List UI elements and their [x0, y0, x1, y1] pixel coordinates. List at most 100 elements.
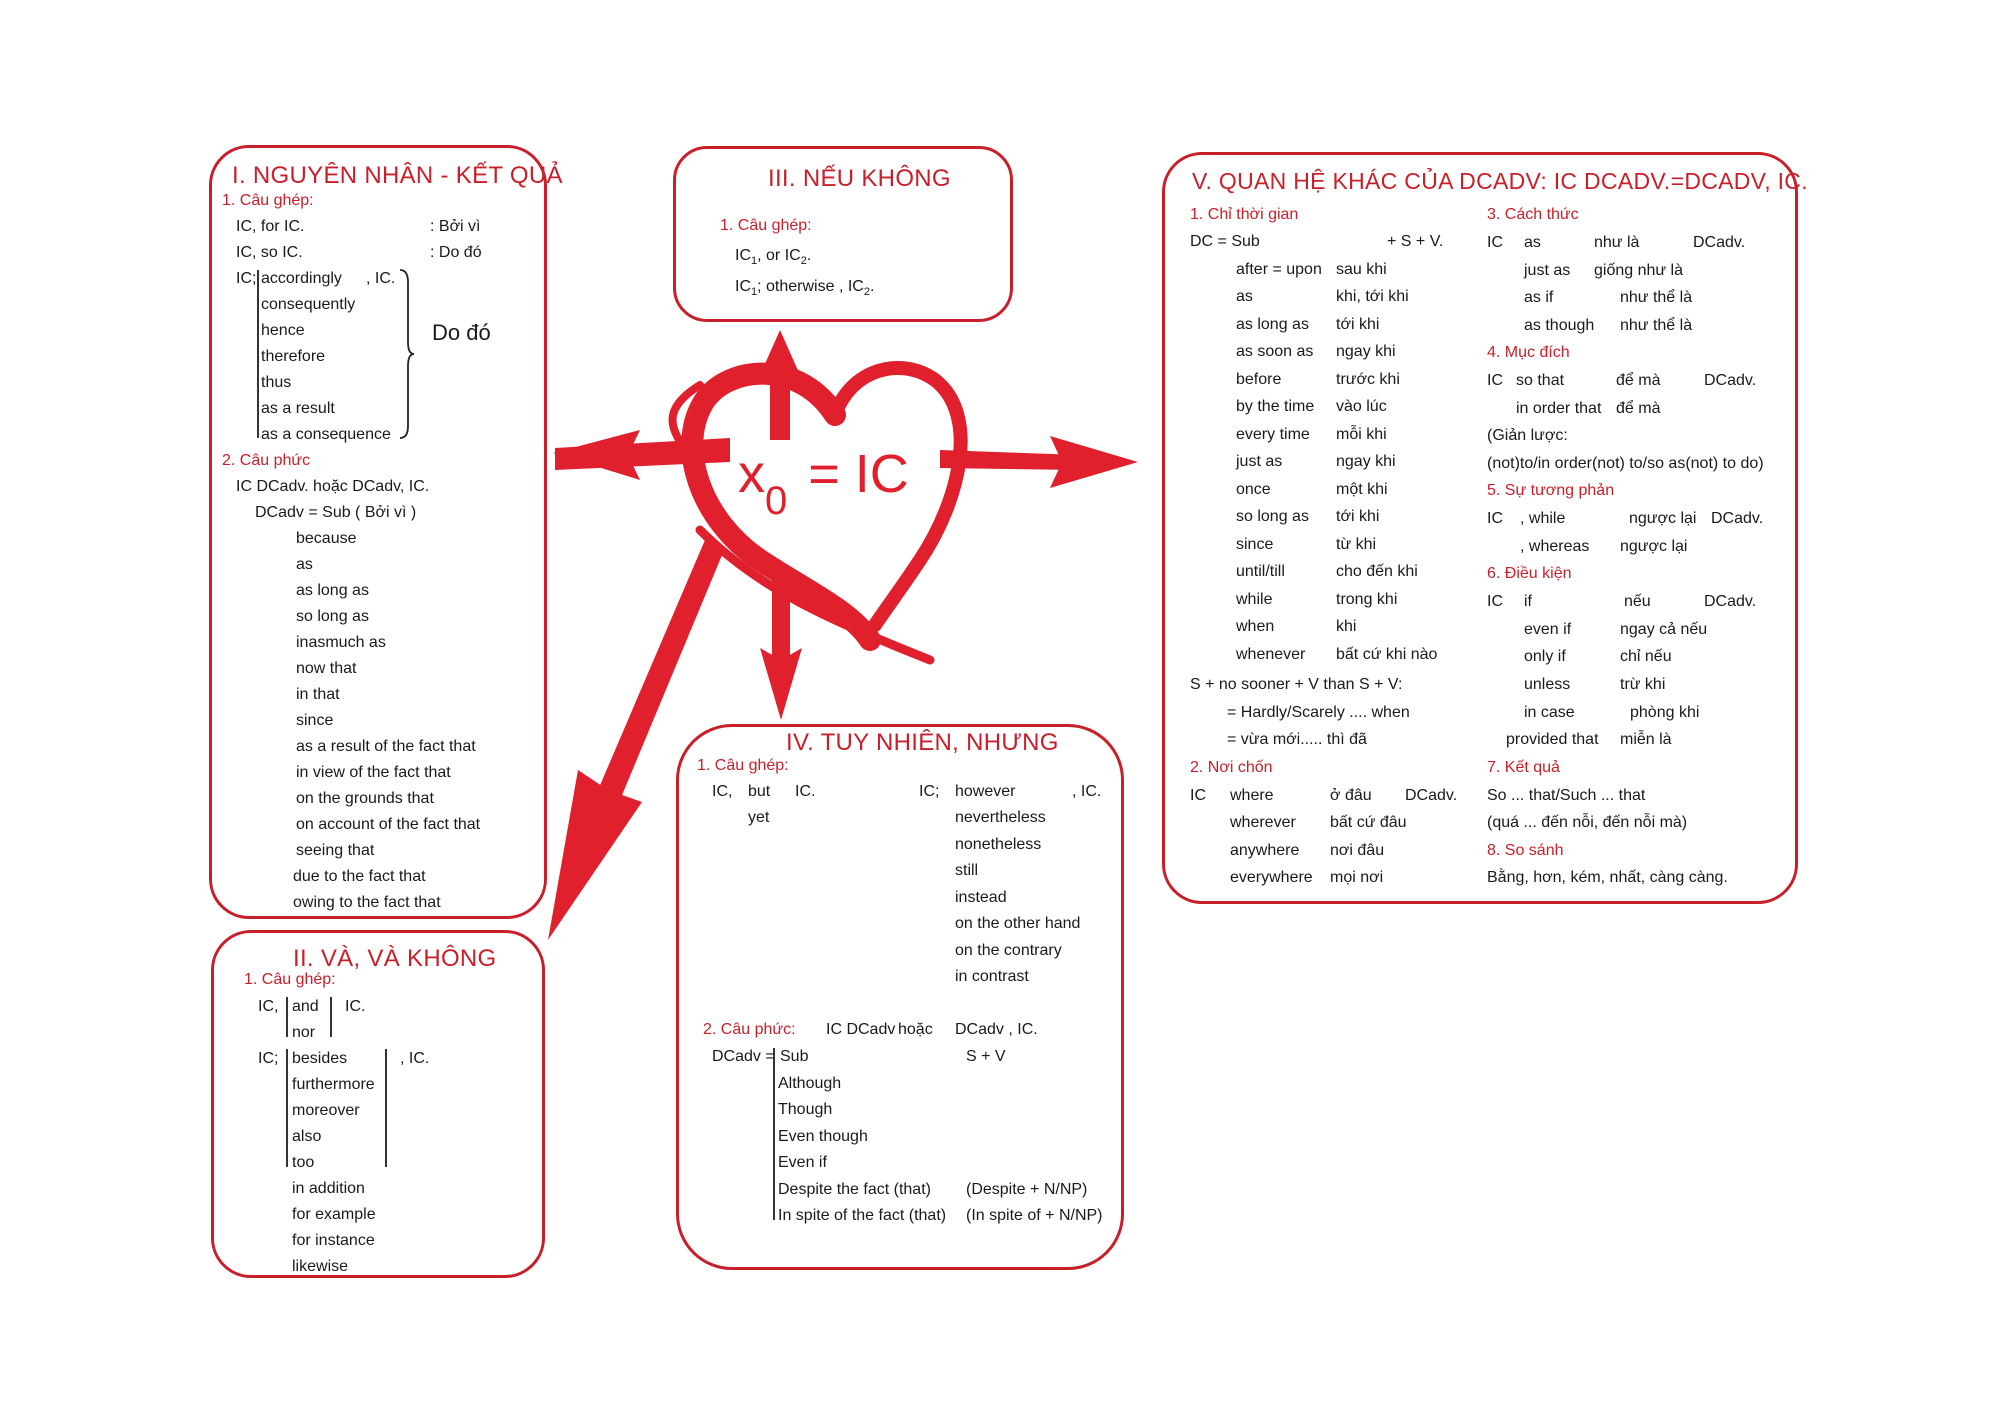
s1-sub: owing to the fact that	[293, 894, 441, 911]
s5-manner-meaning: như thể là	[1620, 289, 1693, 306]
s3-l2-a: IC	[735, 278, 751, 295]
s2-adverb: also	[292, 1128, 322, 1145]
formula-rest: = IC	[808, 444, 909, 504]
s5-compare: Bằng, hơn, kém, nhất, càng càng.	[1487, 869, 1728, 886]
s2-adverb: likewise	[292, 1258, 349, 1275]
s1-sub: since	[296, 712, 334, 729]
s1-adverb: as a result	[261, 400, 335, 417]
s2-divider-a	[286, 997, 288, 1037]
heart-shape	[681, 362, 881, 651]
s5-time-conj: while	[1236, 591, 1273, 608]
s4-complex-c: DCadv , IC.	[955, 1021, 1038, 1038]
s2-divider-c	[286, 1049, 288, 1167]
s5-manner-heading: 3. Cách thức	[1487, 206, 1579, 223]
s5-time-meaning: một khi	[1336, 481, 1388, 498]
s5-time-meaning: ngay khi	[1336, 453, 1396, 470]
s1-sub: in that	[296, 686, 340, 703]
s5-time-conj: as soon as	[1236, 343, 1314, 360]
s5-result-2: (quá ... đến nỗi, đến nỗi mà)	[1487, 814, 1688, 831]
s1-sub: so long as	[296, 608, 369, 625]
s1-adverb: consequently	[261, 296, 356, 313]
s4-sub-word: Sub	[780, 1048, 809, 1065]
s1-divider	[257, 270, 259, 438]
s5-time-conj: before	[1236, 371, 1282, 388]
s2-adverb: for instance	[292, 1232, 375, 1249]
s3-l2-b: ; otherwise , IC	[757, 278, 864, 295]
s5-time-conj: since	[1236, 536, 1274, 553]
s4-dcadv: DCadv =	[712, 1048, 775, 1065]
s5-place-dcadv: DCadv.	[1405, 787, 1458, 804]
s3-l1-c: .	[806, 247, 812, 264]
s5-cond-meaning: chỉ nếu	[1620, 648, 1672, 665]
s5-time-conj: once	[1236, 481, 1271, 498]
s5-time-meaning: bất cứ khi nào	[1336, 646, 1438, 663]
s5-contrast-conj: , while	[1520, 510, 1566, 527]
s2-adverb: besides	[292, 1050, 348, 1067]
s5-place-meaning: nơi đâu	[1330, 842, 1385, 859]
s4-inspite-np: (In spite of + N/NP)	[966, 1207, 1103, 1224]
s1-adverb: thus	[261, 374, 292, 391]
s2-ic-comma: IC,	[258, 998, 279, 1015]
s5-manner-conj: as though	[1524, 317, 1595, 334]
s3-l2-sub1: 1	[751, 286, 758, 299]
s5-contrast-conj: , whereas	[1520, 538, 1590, 555]
s1-sub: on account of the fact that	[296, 816, 481, 833]
s1-sub: now that	[296, 660, 357, 677]
s5-time-meaning: khi	[1336, 618, 1357, 635]
s5-time-conj: after = upon	[1236, 261, 1322, 278]
s5-contrast-ic: IC	[1487, 510, 1503, 527]
s2-adverb: moreover	[292, 1102, 360, 1119]
s4-sub: Though	[778, 1101, 833, 1118]
s5-manner-meaning: giống như là	[1594, 262, 1683, 279]
section-3-title: III. NẾU KHÔNG	[768, 165, 951, 192]
s1-subheading-compound: 1. Câu ghép:	[222, 192, 314, 209]
s3-l1-a: IC	[735, 247, 751, 264]
s1-sub: because	[296, 530, 357, 547]
section-however	[676, 724, 1124, 1270]
s1-adverb: hence	[261, 322, 305, 339]
s5-time-conj: until/till	[1236, 563, 1285, 580]
s5-sv: + S + V.	[1387, 233, 1444, 250]
section-cause-effect	[209, 145, 547, 919]
s5-contrast-dcadv: DCadv.	[1711, 510, 1764, 527]
center-formula: x0 = IC	[738, 443, 909, 523]
arrow-right-head	[1050, 436, 1138, 488]
s4-sub: Despite the fact (that)	[778, 1181, 931, 1198]
s3-l2-c: .	[869, 278, 875, 295]
s3-l1-b: , or IC	[757, 247, 801, 264]
s4-but: but	[748, 783, 771, 800]
s4-complex-a: IC DCadv	[826, 1021, 896, 1038]
s5-cond-conj: unless	[1524, 676, 1571, 693]
s5-purpose-conj: so that	[1516, 372, 1565, 389]
section-5-title: V. QUAN HỆ KHÁC CỦA DCADV: IC DCADV.=DCA…	[1192, 168, 1808, 194]
s4-ic-dot: IC.	[795, 783, 816, 800]
s1-adverb: therefore	[261, 348, 326, 365]
s1-adverb: accordingly	[261, 270, 342, 287]
s2-divider-b	[330, 997, 332, 1037]
s4-adverb: instead	[955, 889, 1007, 906]
s1-so-ic: IC, so IC.	[236, 244, 303, 261]
s5-not-to: (not)to/in order(not) to/so as(not) to d…	[1487, 455, 1764, 472]
s1-for-ic: IC, for IC.	[236, 218, 305, 235]
s3-subheading-compound: 1. Câu ghép:	[720, 217, 812, 234]
s1-sub: as long as	[296, 582, 369, 599]
s1-sub: as	[296, 556, 313, 573]
s5-manner-conj: as if	[1524, 289, 1554, 306]
s4-ic-comma: IC,	[712, 783, 733, 800]
arrow-down-head	[760, 648, 802, 720]
s3-l1-sub1: 1	[751, 255, 758, 268]
s4-sv: S + V	[966, 1048, 1006, 1065]
s5-place-meaning: ở đâu	[1330, 787, 1372, 804]
s5-dc-sub: DC = Sub	[1190, 233, 1260, 250]
s5-time-meaning: tới khi	[1336, 508, 1380, 525]
s5-time-conj: every time	[1236, 426, 1310, 443]
s5-hardly: = Hardly/Scarely .... when	[1227, 704, 1410, 721]
s2-adverb: furthermore	[292, 1076, 375, 1093]
s1-sub: due to the fact that	[293, 868, 426, 885]
s5-time-meaning: trước khi	[1336, 371, 1400, 388]
s5-contrast-meaning: ngược lại	[1629, 510, 1697, 527]
s2-subheading-compound: 1. Câu ghép:	[244, 971, 336, 988]
s5-cond-conj: in case	[1524, 704, 1575, 721]
s5-compare-heading: 8. So sánh	[1487, 842, 1564, 859]
